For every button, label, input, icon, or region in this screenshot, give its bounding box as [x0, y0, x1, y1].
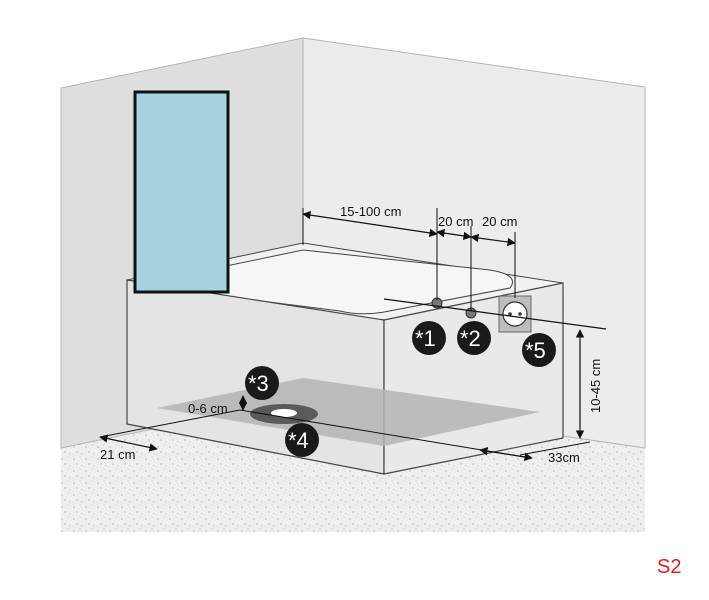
dim-label-21: 21 cm [100, 447, 135, 462]
svg-text:*5: *5 [525, 338, 546, 363]
marker-1: *1 [412, 321, 446, 355]
dim-label-20-a: 20 cm [438, 214, 473, 229]
marker-4: *4 [285, 423, 319, 457]
connection-line [383, 298, 607, 330]
dim-line-3 [470, 233, 516, 247]
marker-2: *2 [457, 321, 491, 355]
glass-screen [133, 90, 230, 294]
svg-text:*1: *1 [415, 326, 436, 351]
drain-center [271, 409, 297, 417]
figure-code: S2 [657, 556, 681, 578]
dim-label-33: 33cm [548, 450, 580, 465]
svg-text:*2: *2 [460, 326, 481, 351]
dim-label-10-45: 10-45 cm [588, 359, 603, 413]
socket-pin-right [518, 312, 522, 316]
socket-pin-left [508, 312, 512, 316]
socket-face-icon [502, 301, 528, 327]
svg-text:*3: *3 [248, 371, 269, 396]
dim-label-15-100: 15-100 cm [340, 204, 401, 219]
marker-3: *3 [245, 366, 279, 400]
marker-5: *5 [522, 333, 556, 367]
svg-text:*4: *4 [288, 428, 309, 453]
dim-line-6 [99, 434, 158, 452]
dim-label-0-6: 0-6 cm [188, 401, 228, 416]
dim-line-7 [479, 446, 533, 462]
dim-line-2 [436, 228, 472, 241]
dim-line-1 [302, 210, 438, 238]
floor-line-left [99, 409, 241, 438]
dim-label-20-b: 20 cm [482, 214, 517, 229]
